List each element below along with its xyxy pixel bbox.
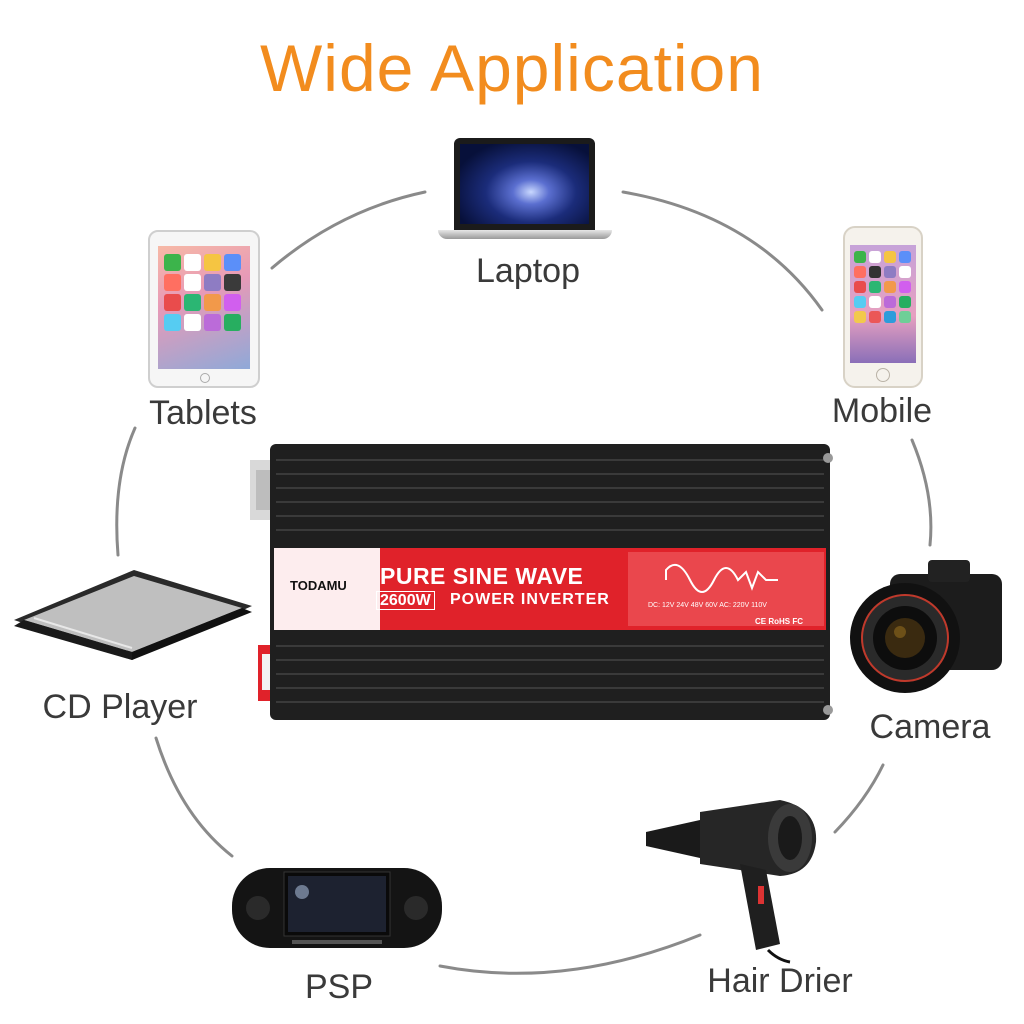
label-psp: PSP: [304, 968, 374, 1006]
label-cd-player: CD Player: [42, 688, 198, 726]
ring-arc-bottom: [438, 933, 702, 975]
power-inverter-image: [250, 444, 833, 720]
inverter-headline: PURE SINE WAVE: [380, 563, 584, 589]
tablet-image: [148, 230, 260, 388]
ring-arc-top-left: [270, 190, 427, 270]
ring-arc-right-lower: [833, 763, 885, 834]
label-camera: Camera: [869, 708, 991, 746]
inverter-product: POWER INVERTER: [450, 591, 610, 608]
psp-image: [232, 868, 442, 948]
label-tablets: Tablets: [149, 394, 257, 432]
laptop-image: [454, 138, 595, 230]
label-laptop: Laptop: [476, 252, 580, 290]
ring-arc-right-upper: [910, 438, 933, 547]
camera-image: [850, 560, 1002, 693]
cd-player-image: [14, 570, 252, 660]
ring-arc-top-right: [621, 190, 824, 312]
ring-arc-bottom-left: [154, 736, 234, 858]
inverter-spec: DC: 12V 24V 48V 60V AC: 220V 110V: [648, 602, 767, 609]
page-title: Wide Application: [260, 31, 764, 105]
inverter-wattage: 2600W: [376, 591, 435, 610]
inverter-brand: TODAMU: [290, 578, 347, 593]
hair-drier-image: [646, 800, 817, 964]
ring-arc-left: [115, 426, 137, 557]
laptop-base: [438, 230, 612, 239]
label-hair-drier: Hair Drier: [707, 962, 853, 1000]
mobile-image: [843, 226, 923, 388]
label-mobile: Mobile: [831, 392, 933, 430]
inverter-certifications: CE RoHS FC: [755, 617, 803, 626]
